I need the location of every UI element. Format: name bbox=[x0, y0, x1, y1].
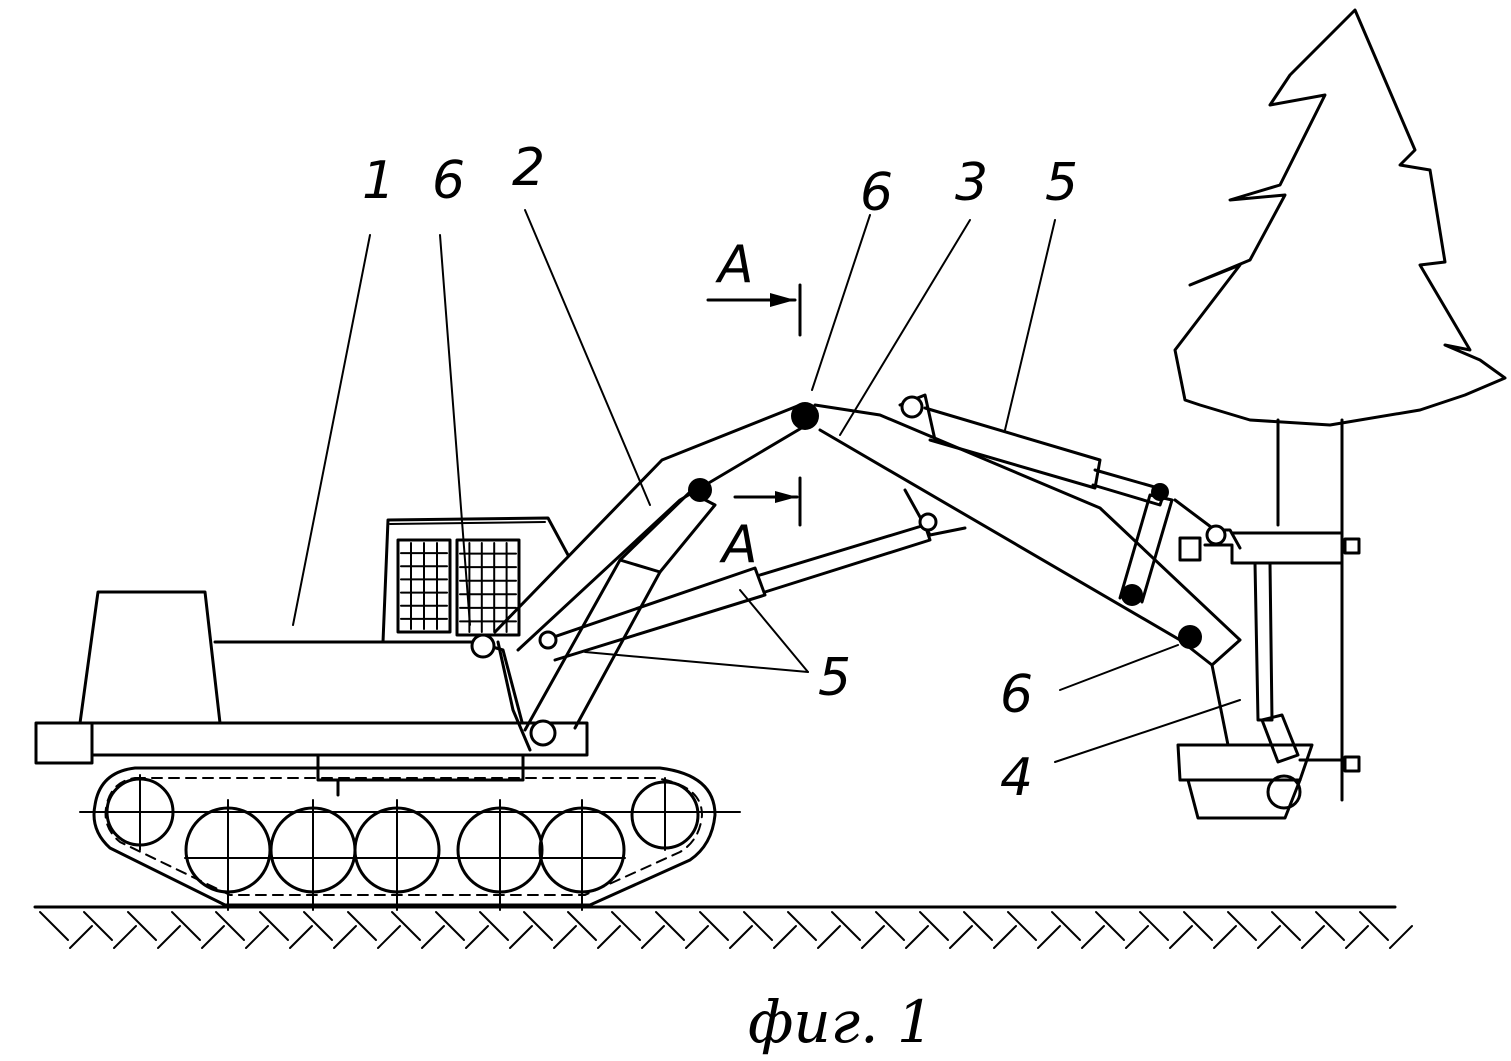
hatch-line bbox=[1272, 912, 1300, 940]
track-undercarriage bbox=[80, 768, 740, 910]
label-6: 6 bbox=[1000, 665, 1033, 725]
hatch-line bbox=[788, 912, 816, 940]
hatch-line bbox=[348, 912, 376, 940]
hatch-line bbox=[524, 912, 552, 940]
hatch-line bbox=[656, 912, 684, 940]
hatch-line bbox=[1346, 926, 1368, 948]
felling-head bbox=[1178, 533, 1359, 818]
pivot bbox=[902, 397, 922, 417]
hatch-line bbox=[70, 926, 92, 948]
hatch-line bbox=[436, 912, 464, 940]
hatch-line bbox=[40, 912, 68, 940]
hatch-line bbox=[730, 926, 752, 948]
label-3: 3 bbox=[955, 153, 988, 213]
hatch-line bbox=[216, 912, 244, 940]
hatch-line bbox=[1228, 912, 1256, 940]
hatch-line bbox=[1082, 926, 1104, 948]
hatch-line bbox=[158, 926, 180, 948]
pivot bbox=[1121, 584, 1143, 606]
hatch-line bbox=[774, 926, 796, 948]
hatch-line bbox=[642, 926, 664, 948]
hatch-line bbox=[1360, 912, 1388, 940]
hatch-line bbox=[686, 926, 708, 948]
hatch-line bbox=[964, 912, 992, 940]
pivot bbox=[1207, 526, 1225, 544]
label-A: A bbox=[715, 235, 754, 295]
hatch-line bbox=[1302, 926, 1324, 948]
hatch-line bbox=[906, 926, 928, 948]
hatch-line bbox=[392, 912, 420, 940]
hatch-line bbox=[510, 926, 532, 948]
stick bbox=[815, 395, 1240, 665]
hatch-line bbox=[260, 912, 288, 940]
ground bbox=[35, 907, 1412, 948]
label-5: 5 bbox=[818, 648, 851, 708]
label-A: A bbox=[719, 515, 758, 575]
hydraulic-cylinders bbox=[525, 408, 1240, 730]
hatch-line bbox=[334, 926, 356, 948]
hatch-line bbox=[1258, 926, 1280, 948]
label-6: 6 bbox=[860, 163, 893, 223]
hatch-line bbox=[1038, 926, 1060, 948]
figure-caption: фиг. 1 bbox=[748, 988, 934, 1056]
hatch-line bbox=[920, 912, 948, 940]
hatch-line bbox=[1316, 912, 1344, 940]
hatch-line bbox=[1214, 926, 1236, 948]
hatch-line bbox=[1140, 912, 1168, 940]
label-2: 2 bbox=[512, 138, 545, 198]
hatch-line bbox=[172, 912, 200, 940]
hatch-line bbox=[304, 912, 332, 940]
hatch-line bbox=[480, 912, 508, 940]
machine-body bbox=[36, 518, 587, 795]
figure-labels: 1 6 2 A A 6 3 5 5 6 4 bbox=[362, 138, 1078, 808]
hatch-line bbox=[1052, 912, 1080, 940]
hatch-line bbox=[994, 926, 1016, 948]
hinge-pin bbox=[791, 402, 819, 430]
pivot bbox=[920, 514, 936, 530]
hatch-line bbox=[246, 926, 268, 948]
hatch-line bbox=[422, 926, 444, 948]
hatch-line bbox=[1008, 912, 1036, 940]
hatch-line bbox=[700, 912, 728, 940]
hatch-line bbox=[378, 926, 400, 948]
hatch-line bbox=[290, 926, 312, 948]
hatch-line bbox=[832, 912, 860, 940]
section-marks bbox=[708, 285, 800, 525]
label-4: 4 bbox=[1000, 748, 1033, 808]
hatch-line bbox=[1096, 912, 1124, 940]
pivot bbox=[531, 721, 555, 745]
hatch-line bbox=[1184, 912, 1212, 940]
hatch-line bbox=[1390, 926, 1412, 948]
hatch-line bbox=[554, 926, 576, 948]
hatch-line bbox=[950, 926, 972, 948]
pivot bbox=[688, 478, 712, 502]
hatch-line bbox=[568, 912, 596, 940]
tree bbox=[1175, 10, 1505, 800]
hatch-line bbox=[84, 912, 112, 940]
hatch-line bbox=[818, 926, 840, 948]
hatch-line bbox=[876, 912, 904, 940]
label-6: 6 bbox=[432, 151, 465, 211]
hatch-line bbox=[1126, 926, 1148, 948]
pivot bbox=[540, 632, 556, 648]
hatch-line bbox=[128, 912, 156, 940]
hatch-line bbox=[598, 926, 620, 948]
hatch-line bbox=[612, 912, 640, 940]
hinge-pin bbox=[1178, 625, 1202, 649]
label-5: 5 bbox=[1045, 153, 1078, 213]
hatch-line bbox=[202, 926, 224, 948]
label-1: 1 bbox=[362, 151, 395, 211]
hatch-line bbox=[1170, 926, 1192, 948]
hatch-line bbox=[744, 912, 772, 940]
hatch-line bbox=[114, 926, 136, 948]
hatch-line bbox=[466, 926, 488, 948]
pivot bbox=[1151, 483, 1169, 501]
hatch-line bbox=[862, 926, 884, 948]
hinge-pin bbox=[472, 635, 494, 657]
